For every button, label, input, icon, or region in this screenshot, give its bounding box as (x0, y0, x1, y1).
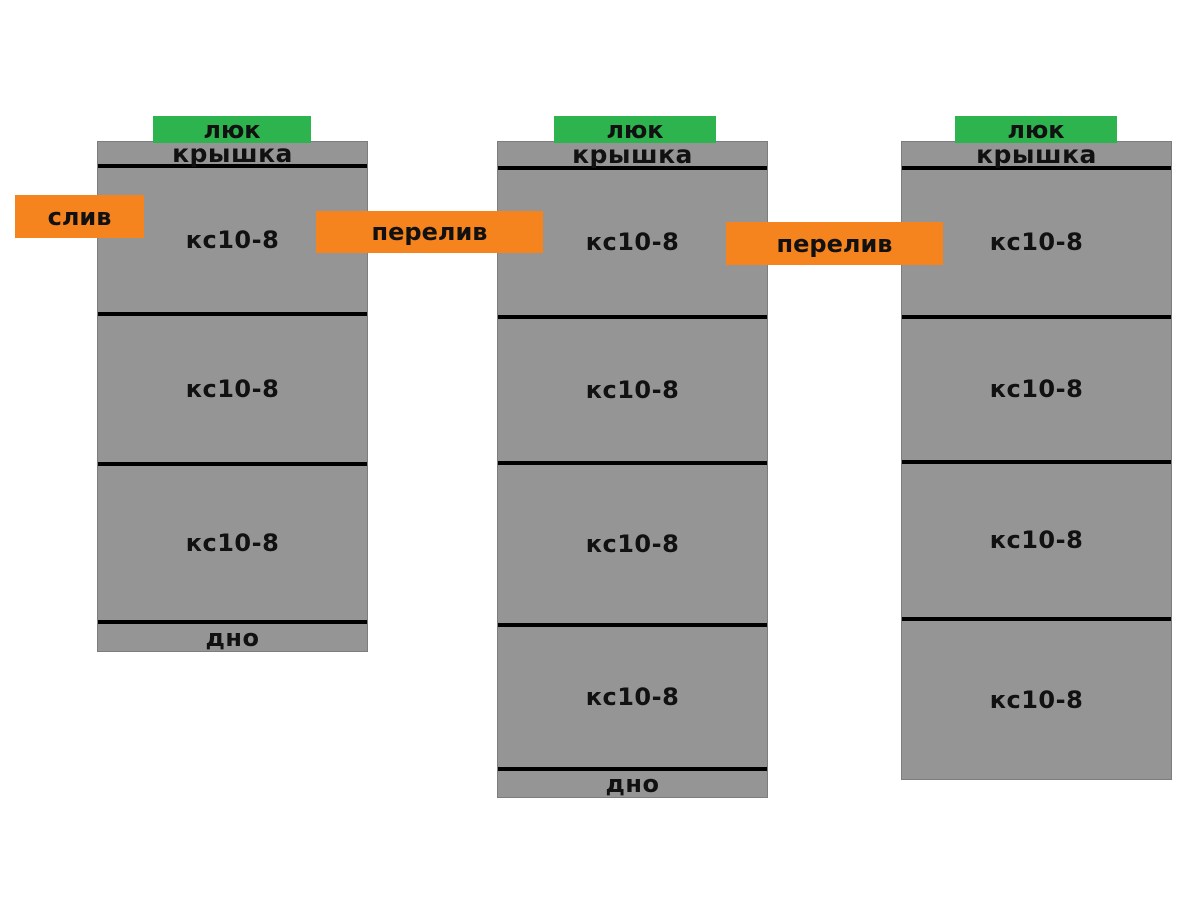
drain-label: слив (15, 195, 144, 238)
well-2-ring-section-1: кс10-8 (498, 170, 767, 319)
overflow-label-2: перелив (726, 222, 943, 265)
well-1-cover-label: крышка (98, 141, 367, 168)
well-column-3: крышка кс10-8 кс10-8 кс10-8 кс10-8 (901, 141, 1172, 780)
well-1-ring-section-1: кс10-8 (98, 168, 367, 316)
well-3-ring-section-4: кс10-8 (989, 685, 1084, 714)
well-3-ring-section-2: кс10-8 (902, 319, 1171, 465)
well-1-ring-section-3: кс10-8 (98, 466, 367, 624)
well-3-cover-label: крышка (902, 142, 1171, 170)
well-2-bottom-label: дно (605, 770, 660, 799)
well-2-ring-section-3: кс10-8 (498, 465, 767, 627)
well-2-ring-section-2: кс10-8 (498, 319, 767, 466)
overflow-label-1: перелив (316, 211, 543, 253)
well-1-hatch-label: люк (153, 116, 311, 144)
well-3-ring-section-1: кс10-8 (902, 170, 1171, 319)
well-1-ring-section-2: кс10-8 (98, 316, 367, 466)
well-column-2: крышка кс10-8 кс10-8 кс10-8 кс10-8 дно (497, 141, 768, 798)
well-2-cover-label: крышка (498, 142, 767, 170)
well-1-bottom-label: дно (205, 623, 260, 652)
well-2-ring-section-4: кс10-8 (498, 627, 767, 772)
well-3-hatch-label: люк (955, 116, 1117, 144)
well-2-hatch-label: люк (554, 116, 716, 144)
well-3-ring-section-3: кс10-8 (902, 464, 1171, 621)
